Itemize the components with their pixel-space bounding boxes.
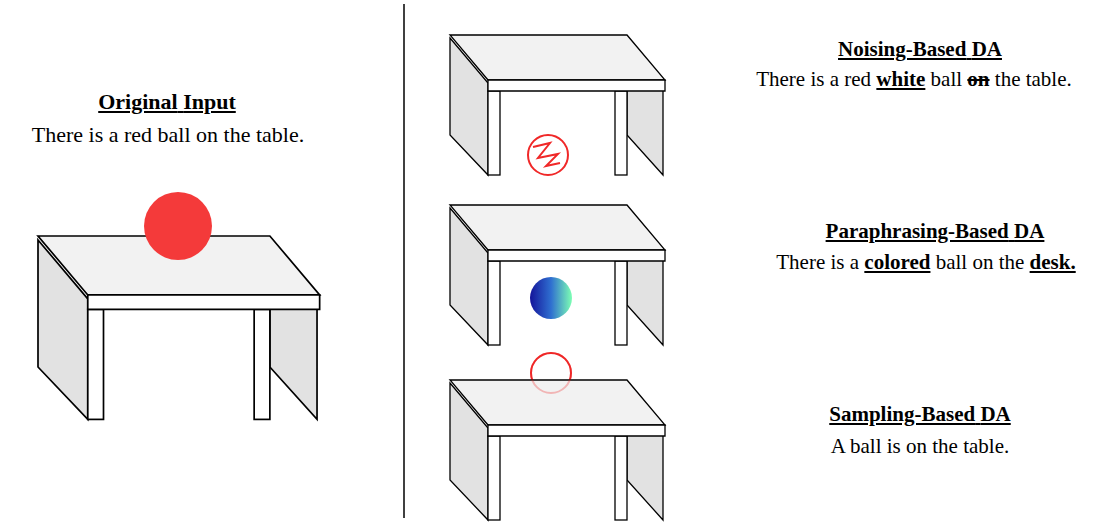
red-ball [144, 192, 212, 260]
section-heading: Sampling-Based DA [829, 402, 1010, 427]
word: a [830, 67, 839, 91]
colored-ball [530, 277, 572, 319]
word: table. [1026, 67, 1072, 91]
example-sentence: There is a red white ball on the table. [756, 67, 1072, 92]
word: DA [980, 402, 1010, 426]
example-sentence: There is a red ball on the table. [32, 122, 305, 148]
word: There [756, 67, 805, 91]
word: on [196, 122, 218, 147]
word: the [999, 250, 1025, 274]
table-drawing [450, 35, 665, 175]
word: the [932, 434, 958, 458]
word: Paraphrasing-Based [826, 219, 1009, 243]
word: A [831, 434, 845, 458]
section-heading: Noising-Based DA [838, 37, 1002, 62]
word: white [876, 67, 925, 91]
table-drawing [450, 380, 665, 520]
example-sentence: There is a colored ball on the desk. [776, 250, 1075, 275]
word: the [224, 122, 251, 147]
word: There [32, 122, 83, 147]
section-heading: Original Input [98, 89, 236, 115]
word: is [887, 434, 901, 458]
word: red [844, 67, 871, 91]
word: table. [256, 122, 304, 147]
sampled-ball-shadow [531, 353, 571, 393]
word: DA [1014, 219, 1044, 243]
word: on [967, 67, 989, 91]
table-drawing [450, 205, 665, 345]
word: is [831, 250, 845, 274]
word: ball [850, 434, 882, 458]
divider-line [403, 4, 405, 518]
word: desk. [1030, 250, 1076, 274]
word: Noising-Based [838, 37, 966, 61]
noise-crack [533, 143, 560, 166]
word: Original [98, 89, 177, 114]
word: ball [936, 250, 968, 274]
word: colored [864, 250, 930, 274]
word: table. [963, 434, 1009, 458]
word: There [776, 250, 825, 274]
word: Sampling-Based [829, 402, 975, 426]
section-heading: Paraphrasing-Based DA [826, 219, 1045, 244]
word: red [124, 122, 152, 147]
word: is [810, 67, 824, 91]
word: the [995, 67, 1021, 91]
table-drawing [38, 236, 320, 419]
word: DA [972, 37, 1002, 61]
word: is [89, 122, 104, 147]
word: Input [183, 89, 236, 114]
example-sentence: A ball is on the table. [831, 434, 1010, 459]
word: on [906, 434, 927, 458]
word: ball [931, 67, 963, 91]
word: a [109, 122, 119, 147]
word: a [850, 250, 859, 274]
word: on [972, 250, 993, 274]
word: ball [158, 122, 191, 147]
noisy-ball [528, 135, 568, 175]
